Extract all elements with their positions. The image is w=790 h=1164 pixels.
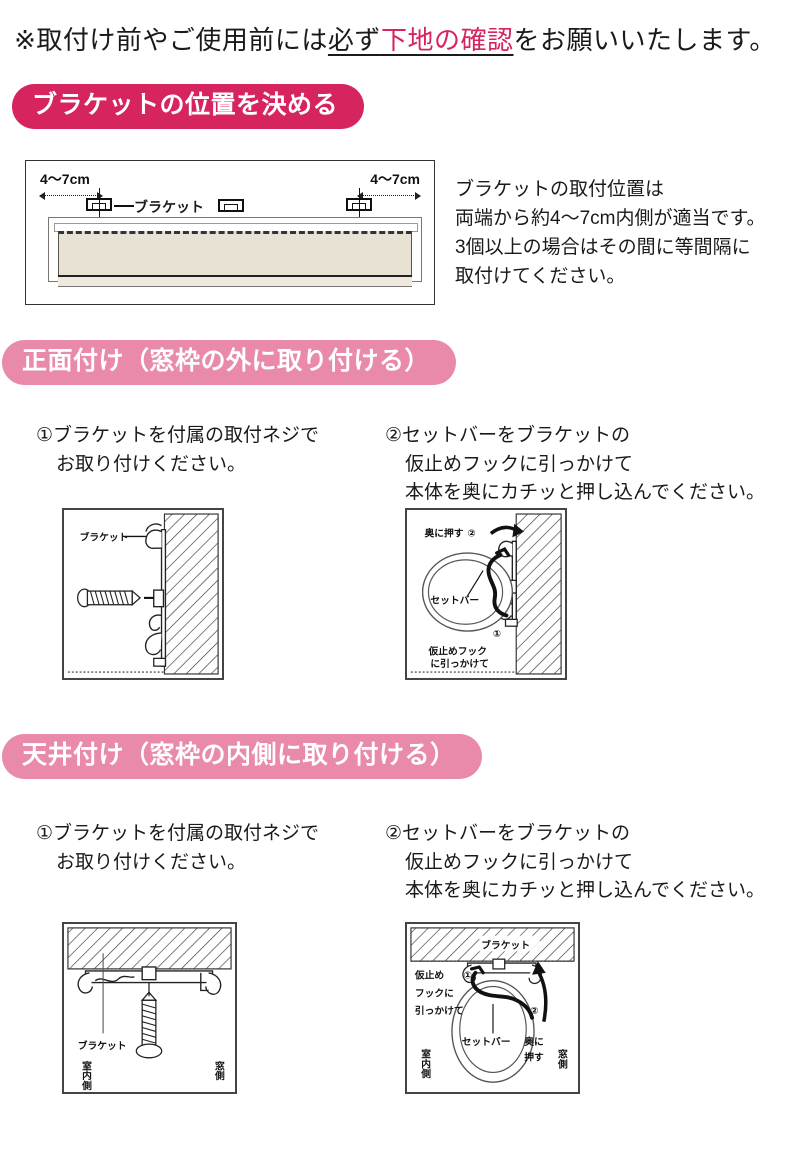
step-line-2: 仮止めフックに引っかけて [405, 851, 634, 873]
notice-suffix: をお願いいたします。 [513, 25, 776, 55]
bracket-icon-left [86, 188, 112, 224]
step-number: ① [36, 425, 54, 446]
illus-label-hook-line-1: 仮止め [414, 969, 444, 982]
step-number: ② [385, 425, 403, 446]
dimension-arrow-left [39, 192, 103, 200]
illus-label-indoor-side: 室内側 [80, 1059, 93, 1091]
step-line-3: 本体を奥にカチッと押し込んでください。 [405, 482, 766, 503]
bracket-position-description: ブラケットの取付位置は 両端から約4〜7cm内側が適当です。 3個以上の場合はそ… [455, 176, 766, 292]
illus-label-bracket: ブラケット [78, 1039, 127, 1052]
step-line-1: ブラケットを付属の取付ネジで [53, 425, 320, 446]
illustration-front-mount-screw: ブラケット [62, 508, 224, 680]
step-line-1: セットバーをブラケットの [402, 823, 631, 844]
description-line-3: 3個以上の場合はその間に等間隔に [455, 236, 751, 258]
bracket-position-diagram: 4〜7cm 4〜7cm ブラケット [25, 160, 435, 305]
step-line-1: ブラケットを付属の取付ネジで [53, 823, 320, 844]
illus-label-push-number: ② [530, 1006, 538, 1017]
blind-body [58, 231, 412, 275]
illustration-ceiling-mount-screw: ブラケット 室内側 窓側 [62, 922, 237, 1094]
step-line-2: お取り付けください。 [56, 851, 247, 873]
section-header-ceiling-mount: 天井付け（窓枠の内側に取り付ける） [2, 734, 482, 780]
step-line-3: 本体を奥にカチッと押し込んでください。 [405, 880, 766, 901]
description-line-1: ブラケットの取付位置は [455, 179, 665, 200]
description-line-2: 両端から約4〜7cm内側が適当です。 [455, 207, 766, 229]
illus-label-push-line-1: 奥に [524, 1035, 544, 1048]
ceiling-mount-step-1-text: ①ブラケットを付属の取付ネジで お取り付けください。 [36, 820, 319, 877]
illus-label-window-side: 窓側 [556, 1048, 569, 1070]
illus-label-set-bar: セットバー [430, 595, 479, 607]
section-title-text: 正面付け（窓枠の外に取り付ける） [22, 347, 431, 375]
step-number: ② [385, 823, 403, 844]
dimension-label-right: 4〜7cm [370, 171, 420, 187]
dimension-arrow-right [357, 192, 421, 200]
illustration-front-mount-setbar: 奥に押す ② セットバー ① 仮止めフック に引っかけて [405, 508, 567, 680]
illus-label-bracket: ブラケット [481, 938, 530, 951]
illus-label-window-side: 窓側 [213, 1059, 226, 1081]
step-line-2: 仮止めフックに引っかけて [405, 453, 634, 475]
front-mount-step-1-text: ①ブラケットを付属の取付ネジで お取り付けください。 [36, 422, 319, 479]
section-header-front-mount: 正面付け（窓枠の外に取り付ける） [2, 340, 457, 386]
illus-label-hook-line-2: フックに [415, 987, 454, 999]
notice-highlight: 下地の確認 [380, 25, 514, 55]
front-mount-step-2-text: ②セットバーをブラケットの 仮止めフックに引っかけて 本体を奥にカチッと押し込ん… [385, 422, 765, 508]
step-line-1: セットバーをブラケットの [402, 425, 631, 446]
illus-label-push-in: 奥に押す [425, 526, 464, 539]
notice-prefix: ※取付け前やご使用前には [14, 25, 328, 55]
illustration-ceiling-mount-setbar: ブラケット 仮止め ① フックに 引っかけて セットバー ② 奥に 押す 室内側… [405, 922, 580, 1094]
section-title-text: ブラケットの位置を決める [32, 91, 339, 119]
illus-label-hook-line-2: に引っかけて [430, 657, 489, 670]
illus-label-indoor-side: 室内側 [419, 1048, 432, 1080]
bracket-icon-middle [218, 199, 244, 212]
illus-label-hook-line-3: 引っかけて [415, 1004, 464, 1017]
step-line-2: お取り付けください。 [56, 453, 247, 475]
dimension-label-left: 4〜7cm [40, 171, 90, 187]
notice-underline-black: 必ず [327, 25, 381, 55]
illus-label-set-bar: セットバー [462, 1036, 511, 1048]
bracket-leader-line [114, 205, 134, 207]
illus-label-push-line-2: 押す [524, 1051, 544, 1064]
illus-label-hook-number: ① [464, 971, 472, 982]
illus-label-hook-line-1: 仮止めフック [427, 644, 487, 657]
illus-label-push-in-number: ② [467, 528, 475, 539]
illus-label-bracket: ブラケット [80, 530, 129, 543]
blind-bottom-rail [58, 275, 412, 287]
description-line-4: 取付けてください。 [455, 265, 626, 287]
section-title-text: 天井付け（窓枠の内側に取り付ける） [22, 741, 456, 769]
section-header-bracket-position: ブラケットの位置を決める [12, 84, 365, 130]
top-notice: ※取付け前やご使用前には必ず下地の確認をお願いいたします。 [0, 20, 790, 57]
bracket-icon-right [346, 188, 372, 224]
ceiling-mount-step-2-text: ②セットバーをブラケットの 仮止めフックに引っかけて 本体を奥にカチッと押し込ん… [385, 820, 765, 906]
bracket-callout-label: ブラケット [134, 199, 204, 215]
step-number: ① [36, 823, 54, 844]
illus-label-hook-number: ① [493, 629, 501, 640]
